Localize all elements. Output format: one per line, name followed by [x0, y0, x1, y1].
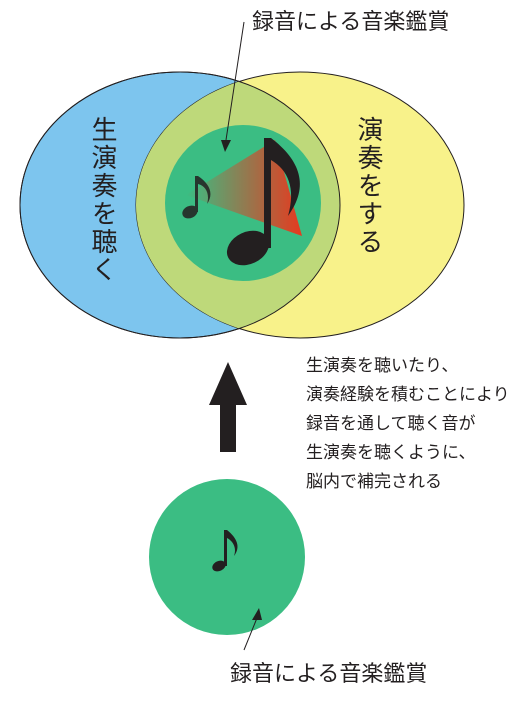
- explanation-line: 生演奏を聴くように、: [306, 443, 476, 463]
- explanation-line: 生演奏を聴いたり、: [306, 356, 459, 376]
- large-music-note-icon: [226, 138, 300, 266]
- left-circle-outline: [19, 71, 341, 339]
- bottom-music-note-icon: [212, 530, 238, 572]
- top-caption-pointer: [225, 21, 245, 141]
- left-circle-label: 生演奏を聴く: [87, 116, 117, 284]
- explanation-line: 録音を通して聴く音が: [306, 414, 476, 434]
- explanation-line: 演奏経験を積むことにより: [306, 385, 510, 405]
- bottom-caption-pointer: [243, 617, 258, 651]
- top-caption: 録音による音楽鑑賞: [252, 10, 450, 35]
- sound-horn: [186, 140, 302, 236]
- top-caption-arrowhead: [221, 140, 231, 152]
- explanation-line: 脳内で補完される: [306, 472, 442, 492]
- small-music-note-icon: [182, 176, 211, 219]
- bottom-caption: 録音による音楽鑑賞: [230, 662, 428, 687]
- bottom-caption-arrowhead: [252, 608, 262, 620]
- right-circle-label: 演奏をする: [353, 116, 383, 256]
- upward-arrow: [209, 362, 247, 452]
- explanation-text: 生演奏を聴いたり、 演奏経験を積むことにより 録音を通して聴く音が 生演奏を聴く…: [306, 352, 510, 497]
